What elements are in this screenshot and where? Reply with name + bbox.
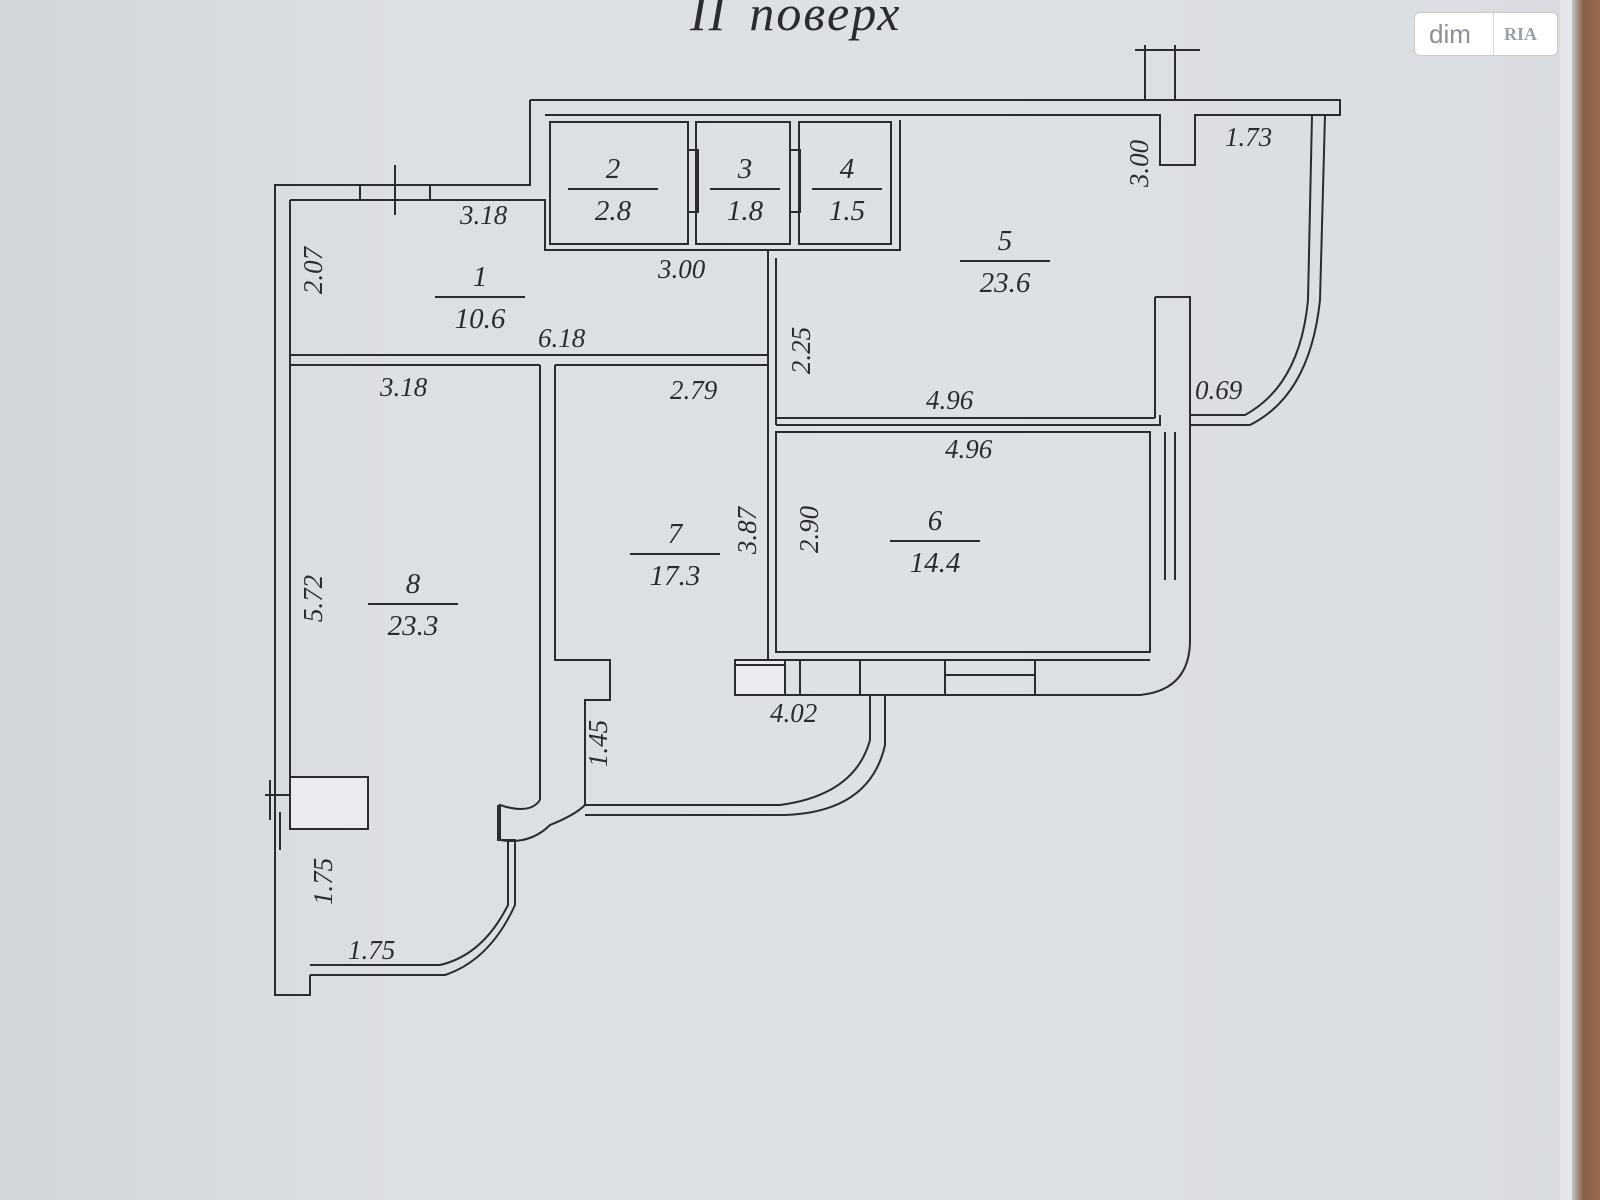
watermark-text: dim — [1429, 18, 1471, 49]
dim-ria-watermark: dim RIA — [1414, 12, 1558, 56]
dim-room6-top: 4.96 — [945, 434, 993, 464]
dim-room7-lower: 1.45 — [583, 719, 614, 768]
column-left — [289, 776, 369, 830]
room-2-label: 2 2.8 — [568, 150, 658, 230]
dim-room5-bottom: 4.96 — [926, 385, 974, 415]
dim-room7-bottom: 4.02 — [770, 698, 818, 728]
dim-room7-right: 3.87 — [732, 506, 763, 555]
dim-balcony5-top: 1.73 — [1225, 122, 1273, 152]
room-8-label: 8 23.3 — [368, 565, 458, 645]
room-number: 3 — [737, 153, 753, 185]
room-6-label: 6 14.4 — [890, 502, 980, 582]
room-area: 10.6 — [435, 296, 525, 338]
outer-wall — [530, 99, 1341, 166]
floor-title: II поверх — [690, 0, 901, 42]
room-area: 17.3 — [630, 553, 720, 595]
dim-room5-left: 2.25 — [786, 326, 817, 375]
dim-room7-top: 2.79 — [670, 375, 718, 405]
room-7-label: 7 17.3 — [630, 515, 720, 595]
dim-room1-bottom: 6.18 — [538, 323, 586, 353]
room-4-label: 4 1.5 — [812, 150, 882, 230]
dim-balcony5-bottom: 0.69 — [1195, 375, 1243, 405]
dim-balcony8-bottom: 1.75 — [348, 935, 396, 965]
room-1-label: 1 10.6 — [435, 258, 525, 338]
room-area: 1.8 — [710, 188, 780, 230]
floor-number: II — [690, 0, 728, 41]
floor-word: поверх — [749, 0, 902, 41]
room-number: 7 — [667, 518, 683, 550]
dim-room1-left: 2.07 — [298, 246, 329, 295]
room-2-outline — [549, 121, 689, 245]
room-number: 6 — [927, 505, 943, 537]
room-number: 1 — [472, 261, 488, 293]
dim-room1-right-top: 3.00 — [658, 254, 706, 284]
dim-room8-left: 5.72 — [298, 574, 329, 623]
ria-logo: RIA — [1504, 23, 1538, 44]
table-edge — [1572, 0, 1600, 1200]
dim-room1-top: 3.18 — [460, 200, 508, 230]
room-number: 4 — [839, 153, 855, 185]
dim-room8-top: 3.18 — [380, 372, 428, 402]
room-area: 2.8 — [568, 188, 658, 230]
room-area: 14.4 — [890, 540, 980, 582]
dim-room5-right-top: 3.00 — [1124, 139, 1155, 188]
dim-room6-left: 2.90 — [794, 505, 825, 554]
paper-edge — [1560, 0, 1572, 1200]
room-5-label: 5 23.6 — [960, 222, 1050, 302]
dim-balcony8-side: 1.75 — [308, 857, 339, 906]
room-number: 2 — [605, 153, 621, 185]
room-area: 23.6 — [960, 260, 1050, 302]
room-3-label: 3 1.8 — [710, 150, 780, 230]
room-area: 23.3 — [368, 603, 458, 645]
room-area: 1.5 — [812, 188, 882, 230]
room-3-outline — [695, 121, 791, 245]
room-number: 8 — [405, 568, 421, 600]
room-number: 5 — [997, 225, 1013, 257]
